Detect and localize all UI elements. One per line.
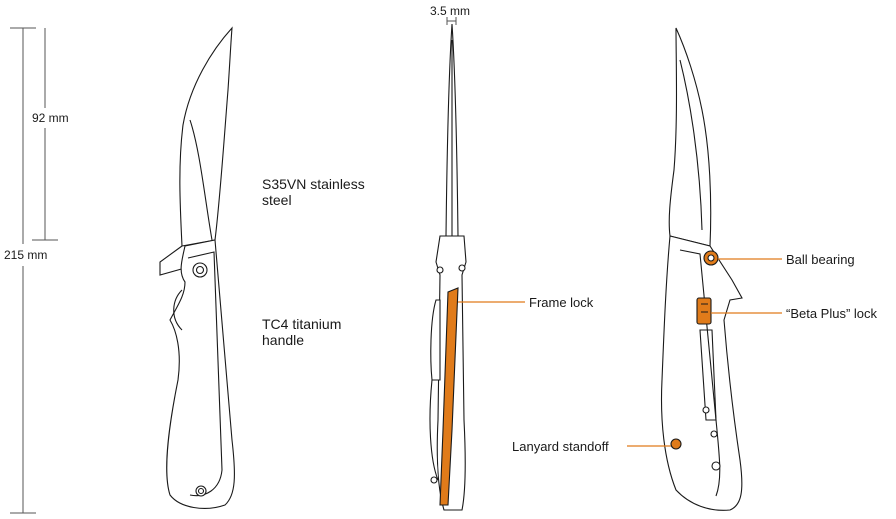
knife-side-view-right bbox=[660, 27, 743, 511]
handle-material-label: TC4 titanium handle bbox=[262, 316, 341, 348]
blade-material-label: S35VN stainless steel bbox=[262, 176, 365, 208]
pocket-clip bbox=[430, 299, 441, 381]
callout-lines bbox=[458, 258, 782, 447]
beta-plus-lock-label: “Beta Plus” lock bbox=[786, 306, 878, 321]
blade-right bbox=[668, 27, 712, 247]
handle-material-line2: handle bbox=[262, 332, 305, 348]
lanyard-standoff bbox=[670, 438, 682, 450]
blade-material-line1: S35VN stainless bbox=[262, 176, 365, 192]
blade-left bbox=[179, 26, 233, 247]
ball-bearing-label: Ball bearing bbox=[786, 252, 855, 267]
beta-plus-lock bbox=[696, 297, 712, 325]
blade-thickness-label: 3.5 mm bbox=[430, 4, 471, 18]
handle-left bbox=[166, 239, 235, 509]
handle-material-line1: TC4 titanium bbox=[262, 316, 342, 332]
handle-right bbox=[660, 235, 743, 511]
knife-side-view-left bbox=[159, 26, 235, 509]
blade-length-label: 92 mm bbox=[30, 110, 71, 126]
dimension-lines bbox=[10, 17, 457, 514]
lanyard-standoff-label: Lanyard standoff bbox=[512, 439, 609, 454]
frame-lock bbox=[439, 287, 459, 506]
overall-length-label: 215 mm bbox=[2, 247, 50, 263]
blade-material-line2: steel bbox=[262, 192, 292, 208]
frame-lock-label: Frame lock bbox=[529, 295, 594, 310]
knife-spine-view bbox=[429, 23, 467, 511]
